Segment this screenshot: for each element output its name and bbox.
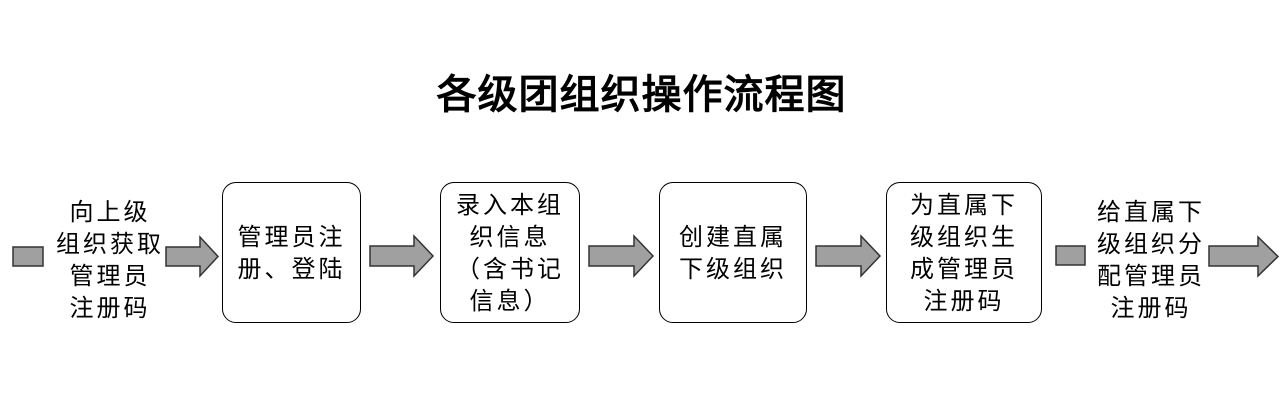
arrow-1 <box>165 235 220 278</box>
step-4-box: 创建直属 下级组织 <box>659 182 807 323</box>
diagram-title: 各级团组织操作流程图 <box>436 71 847 118</box>
step-1-text: 向上级 组织获取 管理员 注册码 <box>56 197 164 322</box>
step-2-text: 管理员注 册、登陆 <box>237 222 346 283</box>
step-6-text: 给直属下 级组织分 配管理员 注册码 <box>1097 197 1205 322</box>
start-stub <box>12 246 44 267</box>
step-4-text: 创建直属 下级组织 <box>679 222 787 283</box>
arrow-4 <box>815 234 882 278</box>
step-5-box: 为直属下 级组织生 成管理员 注册码 <box>886 182 1042 323</box>
mid-stub <box>1055 245 1086 266</box>
step-3-text: 录入本组 织信息 （含书记 信息） <box>456 190 564 315</box>
arrow-2 <box>369 234 435 278</box>
step-2-box: 管理员注 册、登陆 <box>222 182 361 323</box>
arrow-3 <box>588 234 655 278</box>
arrow-final <box>1208 235 1280 278</box>
step-5-text: 为直属下 级组织生 成管理员 注册码 <box>910 190 1018 315</box>
step-6: 给直属下 级组织分 配管理员 注册码 <box>1090 192 1212 327</box>
step-1: 向上级 组织获取 管理员 注册码 <box>50 192 170 327</box>
step-3-box: 录入本组 织信息 （含书记 信息） <box>440 182 580 323</box>
